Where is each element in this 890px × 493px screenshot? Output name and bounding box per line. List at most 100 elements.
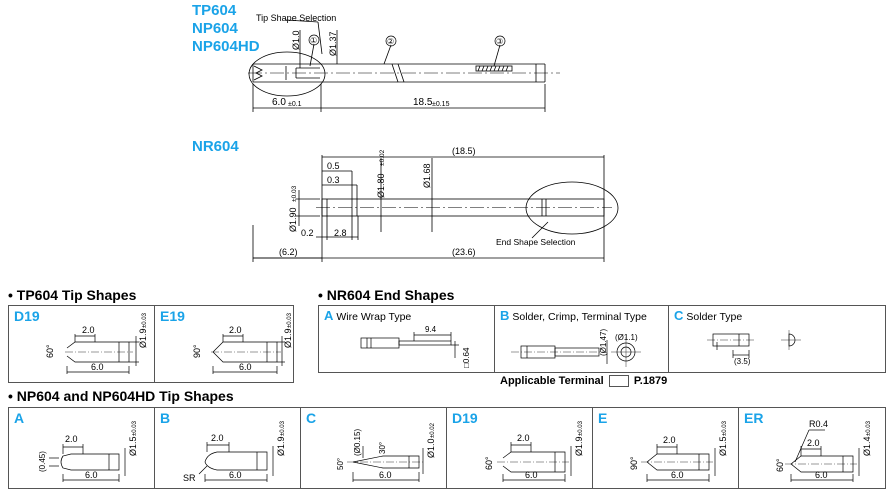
- tp-e19-tol: ±0.03: [287, 312, 293, 328]
- np-er-tol: ±0.03: [866, 420, 872, 436]
- tp-tip-d19: D19 2.0 6.0 60° Ø1.9 ±0.03: [9, 306, 155, 382]
- nr-end-a-dim2: □0.64: [462, 347, 471, 368]
- nr-end-c-dim1: (3.5): [734, 357, 751, 366]
- nr-end-b-dim2: (Ø1.47): [599, 329, 608, 356]
- nr-end-b-drawing: (Ø1.1) (Ø1.47): [511, 329, 641, 367]
- top-len-185: 18.5: [413, 97, 433, 108]
- top-dia-1: Ø1.0: [291, 30, 301, 50]
- nr-d02: 0.2: [301, 228, 314, 238]
- tp-d19-dia: Ø1.9: [138, 328, 148, 348]
- nr-d236: (23.6): [452, 247, 476, 257]
- nr-end-c-drawing: (3.5): [707, 330, 801, 366]
- np-c-len6: 6.0: [379, 470, 392, 480]
- np-tip-e-code: E: [598, 410, 608, 426]
- callout-1: ①: [310, 36, 317, 45]
- top-len-6: 6.0: [272, 97, 286, 108]
- np-a-tol: ±0.03: [132, 420, 138, 436]
- np-er-len2: 2.0: [807, 438, 820, 448]
- np-e-drawing: 2.0 6.0 90° Ø1.5 ±0.03: [629, 420, 728, 482]
- np-er-drawing: 2.0 6.0 60° Ø1.4 ±0.03 R0.4: [775, 419, 872, 482]
- np-c-extra: (Ø0.15): [353, 429, 362, 456]
- nr-end-c-code: C: [674, 308, 684, 323]
- np-b-dia: Ø1.9: [276, 436, 286, 456]
- pin-drawings: Tip Shape Selection Ø1.0 Ø1.37 ① ② ③ 6.0…: [248, 13, 619, 262]
- end-shape-selection-label: End Shape Selection: [496, 237, 576, 247]
- nr-dia190-tol: ±0.03: [291, 185, 298, 202]
- nr-dia180-tol: ±0.02: [379, 149, 386, 166]
- tp-d19-len6: 6.0: [91, 362, 104, 372]
- np-tip-shapes-heading: • NP604 and NP604HD Tip Shapes: [8, 388, 234, 404]
- tp-e19-len6: 6.0: [239, 362, 252, 372]
- np-tip-c-code: C: [306, 410, 317, 426]
- np-tip-b: B 2.0 6.0 Ø1.9 ±0.03 SR: [155, 408, 301, 488]
- np-d19-tol: ±0.03: [578, 420, 584, 436]
- np-b-len2: 2.0: [211, 433, 224, 443]
- tp-tip-e19: E19 2.0 6.0 90° Ø1.9 ±0.03: [155, 306, 295, 382]
- tp-e19-drawing: 2.0 6.0 90° Ø1.9 ±0.03: [192, 312, 293, 374]
- np-b-tol: ±0.03: [280, 420, 286, 436]
- tp-d19-angle: 60°: [45, 344, 55, 358]
- applicable-terminal-page[interactable]: P.1879: [633, 375, 668, 387]
- np-tip-er-code: ER: [744, 410, 764, 426]
- nr-d03: 0.3: [327, 175, 340, 185]
- nr-d05: 0.5: [327, 161, 340, 171]
- np-a-dia: Ø1.5: [128, 436, 138, 456]
- nr-end-shapes-heading: • NR604 End Shapes: [318, 287, 455, 303]
- np-d19-len2: 2.0: [517, 433, 530, 443]
- np-c-ang2: 30°: [378, 442, 387, 454]
- np-tip-d19-code: D19: [452, 410, 478, 426]
- book-ref-icon: [608, 375, 629, 388]
- np-er-dia: Ø1.4: [862, 436, 872, 456]
- np-a-extra: (0.45): [38, 451, 47, 472]
- np-b-drawing: 2.0 6.0 Ø1.9 ±0.03 SR: [183, 420, 286, 483]
- callout-3: ③: [496, 37, 503, 46]
- np-tip-c: C 6.0 Ø1.0 ±0.02 (Ø0.15) 50° 30°: [301, 408, 447, 488]
- np-c-ang1: 50°: [336, 458, 345, 470]
- nr-pin-diagram: [252, 155, 619, 262]
- nr-end-a-dim1: 9.4: [425, 325, 437, 334]
- np-e-dia: Ø1.5: [718, 436, 728, 456]
- tip-shape-selection-label: Tip Shape Selection: [256, 13, 336, 23]
- np-tips-table: A 2.0 6.0 Ø1.5 ±0.03 (0.45) B: [8, 407, 886, 489]
- np-er-len6: 6.0: [815, 470, 828, 480]
- tp-e19-len2: 2.0: [229, 325, 242, 335]
- nr-end-a-drawing: 9.4 □0.64: [360, 325, 471, 368]
- np-tip-a: A 2.0 6.0 Ø1.5 ±0.03 (0.45): [9, 408, 155, 488]
- np-b-len6: 6.0: [229, 470, 242, 480]
- nr-end-b-label: Solder, Crimp, Terminal Type: [512, 311, 647, 323]
- np-c-drawing: 6.0 Ø1.0 ±0.02 (Ø0.15) 50° 30°: [336, 422, 436, 482]
- top-len-6-tol: ±0.1: [288, 101, 302, 108]
- np-tip-e: E 2.0 6.0 90° Ø1.5 ±0.03: [593, 408, 739, 488]
- tp-tip-d19-code: D19: [14, 308, 40, 324]
- np-c-dia: Ø1.0: [426, 438, 436, 458]
- tp-e19-dia: Ø1.9: [283, 328, 293, 348]
- np-c-tol: ±0.02: [430, 422, 436, 438]
- model-tp604: TP604: [192, 2, 237, 19]
- top-len-185-tol: ±0.15: [432, 101, 450, 108]
- callout-2: ②: [387, 37, 394, 46]
- np-e-len2: 2.0: [663, 435, 676, 445]
- nr-total-len: (18.5): [452, 146, 476, 156]
- np-er-extra: R0.4: [809, 419, 828, 429]
- tp-tip-shapes-heading: • TP604 Tip Shapes: [8, 287, 137, 303]
- nr-end-c-label: Solder Type: [686, 311, 743, 323]
- np-b-extra: SR: [183, 473, 196, 483]
- nr-end-b-code: B: [500, 308, 510, 323]
- tp-tip-e19-code: E19: [160, 308, 185, 324]
- nr-d28: 2.8: [334, 228, 347, 238]
- nr-end-a-label: Wire Wrap Type: [336, 311, 412, 323]
- np-d19-drawing: 2.0 6.0 60° Ø1.9 ±0.03: [484, 420, 584, 482]
- np-e-angle: 90°: [629, 456, 639, 470]
- np-tip-d19: D19 2.0 6.0 60° Ø1.9 ±0.03: [447, 408, 593, 488]
- model-np604hd: NP604HD: [192, 38, 260, 55]
- np-d19-len6: 6.0: [525, 470, 538, 480]
- model-nr604: NR604: [192, 138, 239, 155]
- np-e-tol: ±0.03: [722, 420, 728, 436]
- tp-d19-tol: ±0.03: [142, 312, 148, 328]
- tp-d19-drawing: 2.0 6.0 60° Ø1.9 ±0.03: [45, 312, 148, 374]
- np-tip-er: ER 2.0 6.0 60° Ø1.4 ±0.03 R0.4: [739, 408, 885, 488]
